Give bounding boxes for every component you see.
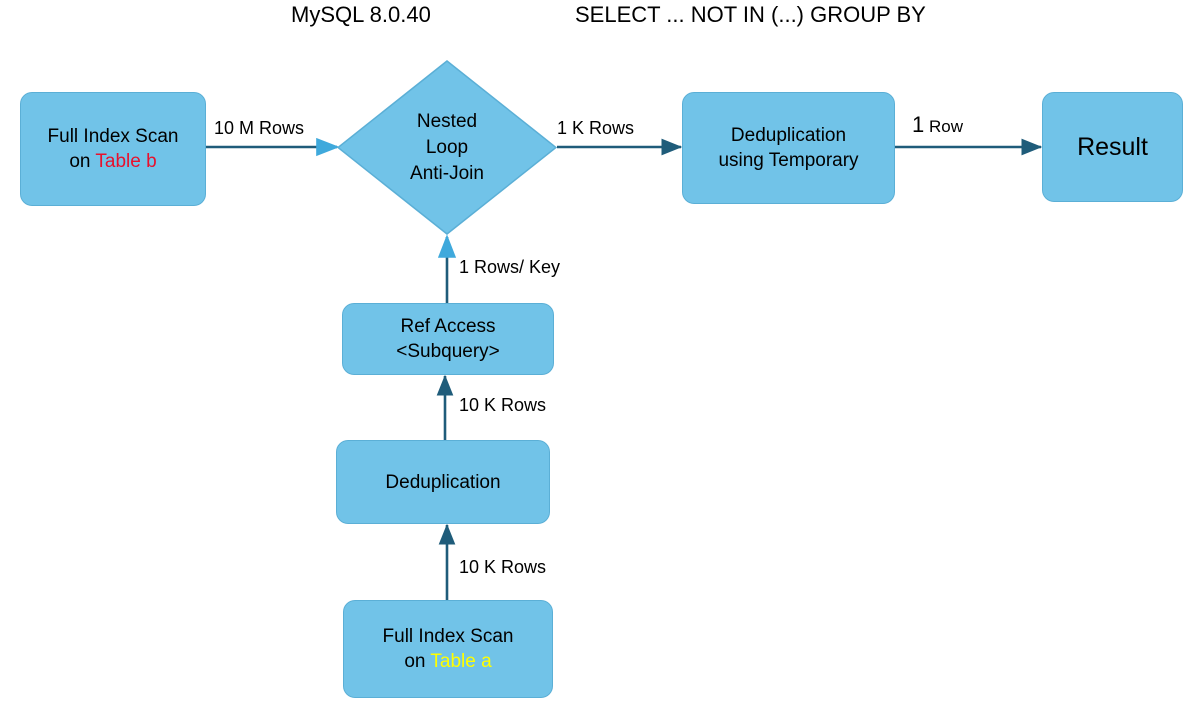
table-a-name: Table a (430, 651, 492, 672)
edge-label-scan-b-to-join: 10 M Rows (214, 118, 305, 138)
node-full-index-scan-table-b[interactable]: Full Index Scan on Table b (20, 92, 206, 206)
edge-label-dedup-temp-to-result: 1 Row (912, 114, 963, 138)
node-result[interactable]: Result (1042, 92, 1183, 202)
node-label-result: Result (1077, 133, 1148, 161)
node-label-prefix: on (404, 651, 431, 672)
edge-label-dedup-to-ref-access: 10 K Rows (459, 395, 547, 415)
node-label-prefix: on (69, 151, 96, 172)
node-label-line2: on Table a (350, 649, 546, 674)
node-label-line2: on Table b (27, 149, 199, 174)
diamond-label-line3: Anti-Join (410, 162, 484, 184)
diamond-shape (337, 60, 557, 235)
edge-label-unit-text: Row (928, 117, 963, 136)
node-deduplication-using-temporary[interactable]: Deduplication using Temporary (682, 92, 895, 204)
page-title-left: MySQL 8.0.40 (291, 2, 431, 27)
node-label-line2: using Temporary (718, 150, 859, 171)
node-label-line1: Full Index Scan (47, 126, 179, 147)
node-label-line1: Ref Access (400, 316, 496, 337)
edge-label-count: 1 (912, 112, 925, 137)
edge-label-ref-access-to-join: 1 Rows/ Key (459, 257, 561, 277)
edge-label-join-to-dedup-temp: 1 K Rows (557, 118, 635, 138)
node-label-line1: Deduplication (730, 125, 847, 146)
node-full-index-scan-table-a[interactable]: Full Index Scan on Table a (343, 600, 553, 698)
node-label-deduplication: Deduplication (385, 471, 501, 493)
node-label-line1: Full Index Scan (382, 626, 514, 647)
node-label-line2: <Subquery> (396, 341, 500, 362)
edge-label-scan-a-to-dedup: 10 K Rows (459, 557, 547, 577)
node-nested-loop-anti-join[interactable]: Nested Loop Anti-Join (337, 60, 557, 235)
diamond-label-line2: Loop (425, 136, 469, 158)
node-ref-access-subquery[interactable]: Ref Access <Subquery> (342, 303, 554, 375)
page-title-right: SELECT ... NOT IN (...) GROUP BY (575, 2, 926, 27)
table-b-name: Table b (95, 151, 157, 172)
node-deduplication[interactable]: Deduplication (336, 440, 550, 524)
diamond-label-line1: Nested (416, 110, 478, 132)
diamond-label: Nested Loop Anti-Join (337, 60, 557, 235)
